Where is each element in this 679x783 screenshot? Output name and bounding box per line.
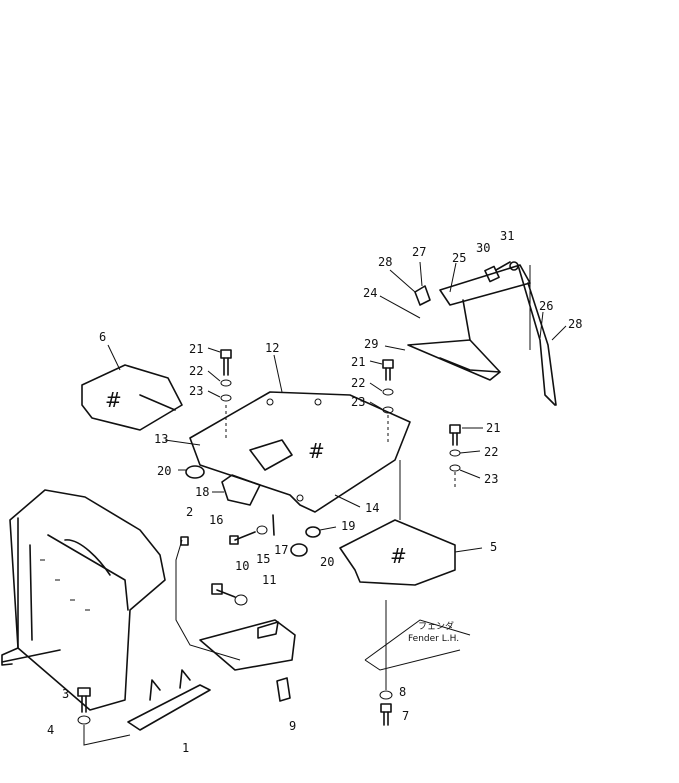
callout-6: 6 <box>99 330 106 344</box>
callout-23a: 23 <box>189 384 203 398</box>
callout-12: 12 <box>265 341 279 355</box>
callout-15: 15 <box>256 552 270 566</box>
callout-20a: 20 <box>157 464 171 478</box>
callout-13: 13 <box>154 432 168 446</box>
assembly-lines <box>83 265 531 746</box>
svg-text:#: # <box>105 388 122 412</box>
base-rail <box>127 669 211 731</box>
callout-24: 24 <box>363 286 377 300</box>
callout-19: 19 <box>341 519 355 533</box>
svg-text:#: # <box>390 544 407 568</box>
callout-27: 27 <box>412 245 426 259</box>
callout-8: 8 <box>399 685 406 699</box>
callout-22a: 22 <box>189 364 203 378</box>
cab-frame <box>1 489 166 711</box>
bracket-18 <box>221 474 261 506</box>
callout-30: 30 <box>476 241 490 255</box>
callout-14: 14 <box>365 501 379 515</box>
callout-18: 18 <box>195 485 209 499</box>
callout-2: 2 <box>186 505 193 519</box>
callout-1: 1 <box>182 741 189 755</box>
callout-31: 31 <box>500 229 514 243</box>
callout-4: 4 <box>47 723 54 737</box>
callout-20b: 20 <box>320 555 334 569</box>
fender-note: フェンダ Fender L.H. <box>408 620 459 644</box>
cover-plate-5: # <box>339 519 456 586</box>
fender-lh <box>364 619 471 671</box>
callout-28a: 28 <box>378 255 392 269</box>
leader-lines <box>107 261 567 553</box>
callout-5: 5 <box>490 540 497 554</box>
callout-29: 29 <box>364 337 378 351</box>
callout-21a: 21 <box>189 342 203 356</box>
svg-text:#: # <box>308 439 325 463</box>
callout-22c: 22 <box>484 445 498 459</box>
callout-3: 3 <box>62 687 69 701</box>
callout-23c: 23 <box>484 472 498 486</box>
fender-note-en: Fender L.H. <box>408 634 459 644</box>
callout-11: 11 <box>262 573 276 587</box>
callout-23b: 23 <box>351 395 365 409</box>
callout-9: 9 <box>289 719 296 733</box>
callout-21c: 21 <box>486 421 500 435</box>
callout-25: 25 <box>452 251 466 265</box>
fender-note-jp: フェンダ <box>418 620 454 632</box>
callout-labels: 1 2 3 4 5 6 7 8 9 10 11 12 13 14 15 16 1… <box>47 229 582 755</box>
callout-7: 7 <box>402 709 409 723</box>
support-plate <box>199 619 296 702</box>
callout-17: 17 <box>274 543 288 557</box>
cover-plate-6: # <box>81 364 183 431</box>
fasteners <box>77 261 519 726</box>
side-bracket-assembly <box>407 264 557 406</box>
callout-22b: 22 <box>351 376 365 390</box>
callout-21b: 21 <box>351 355 365 369</box>
callout-26: 26 <box>539 299 553 313</box>
callout-28b: 28 <box>568 317 582 331</box>
callout-16: 16 <box>209 513 223 527</box>
floor-plate-12: # <box>189 391 411 513</box>
callout-10: 10 <box>235 559 249 573</box>
